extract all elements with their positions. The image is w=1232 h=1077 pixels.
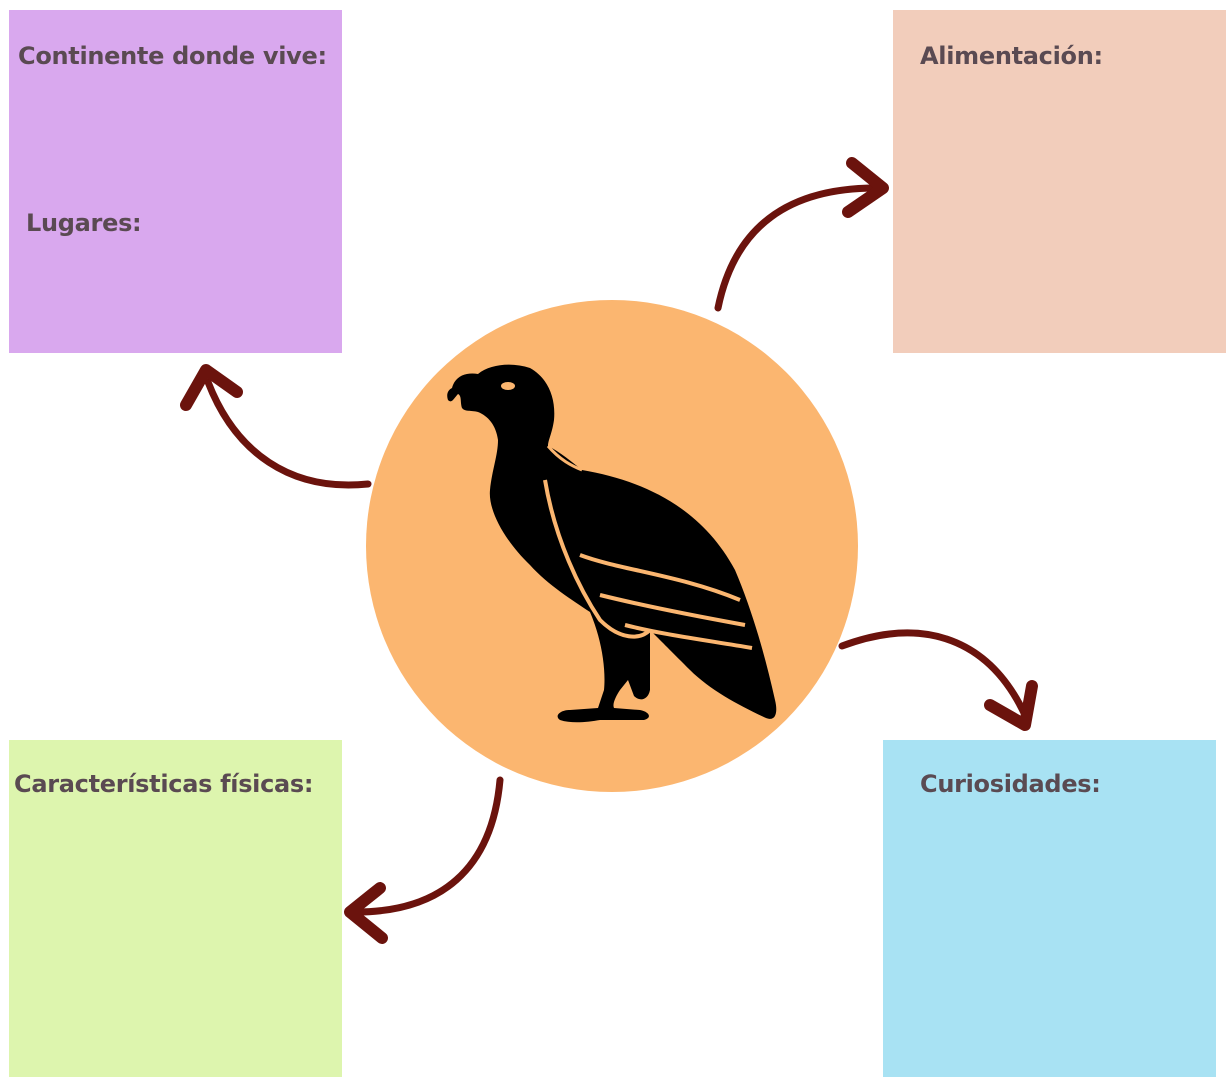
food-label: Alimentación: <box>920 42 1103 70</box>
arrow-curve <box>714 184 880 312</box>
arrow-curve <box>204 378 372 489</box>
continent-box: Continente donde vive: Lugares: <box>9 10 342 353</box>
arrow-to-food <box>714 157 889 312</box>
arrow-to-trivia <box>838 629 1038 731</box>
arrows <box>180 157 1038 944</box>
continent-label: Continente donde vive: <box>18 42 327 70</box>
arrow-to-physical <box>344 776 504 944</box>
physical-features-label: Características físicas: <box>14 770 314 798</box>
vulture-feather-line <box>599 593 746 627</box>
trivia-label: Curiosidades: <box>920 770 1101 798</box>
arrowhead <box>344 882 388 944</box>
vulture-feather-line <box>579 553 741 602</box>
places-label: Lugares: <box>26 209 142 237</box>
food-box: Alimentación: <box>893 10 1226 353</box>
trivia-box: Curiosidades: <box>883 740 1216 1077</box>
arrowhead <box>842 157 889 218</box>
physical-features-box: Características físicas: <box>9 740 342 1077</box>
arrowhead <box>180 364 243 411</box>
arrowhead <box>984 680 1038 731</box>
arrow-curve <box>838 629 1029 719</box>
vulture-neck-ruff-line <box>546 445 583 472</box>
vulture-eye <box>501 382 515 390</box>
vulture-wing-outline <box>543 479 652 639</box>
arrow-curve <box>352 776 504 916</box>
vulture-icon <box>447 364 777 723</box>
arrow-to-continent <box>180 364 372 489</box>
vulture-feather-line <box>624 623 753 650</box>
